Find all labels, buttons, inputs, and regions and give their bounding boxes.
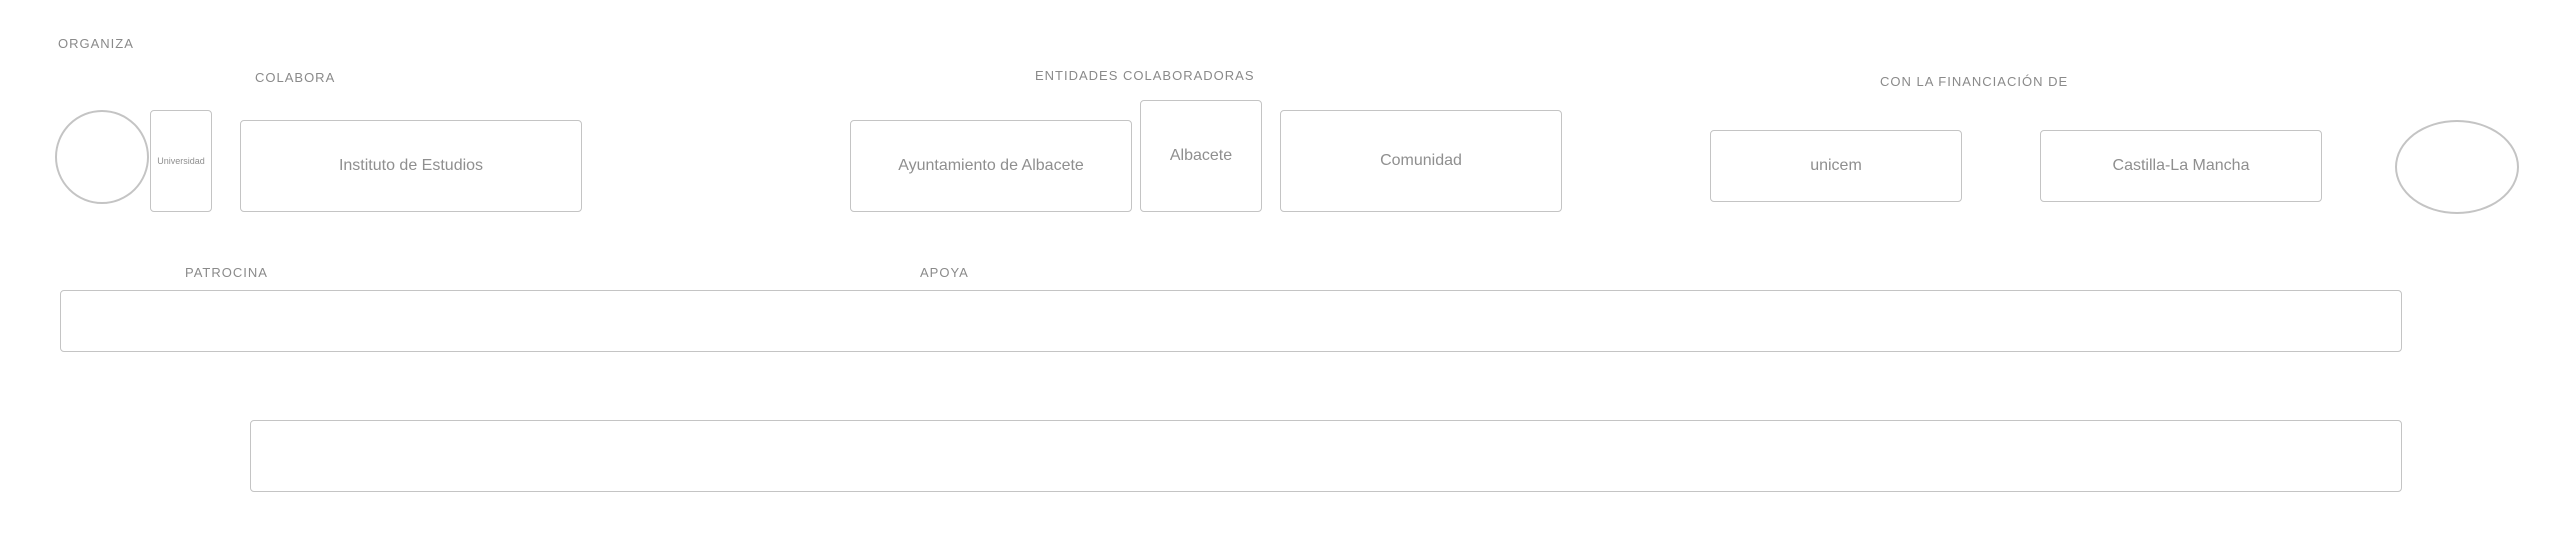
sponsor-logo: Comunidad: [1280, 110, 1562, 212]
section-heading: Entidades colaboradoras: [1035, 68, 1255, 83]
seal-logo: [2395, 120, 2519, 214]
logo-text: Instituto de Estudios: [338, 157, 484, 174]
sponsor-logo-row2: [60, 290, 2402, 352]
section-heading: Organiza: [58, 36, 134, 51]
university-seal-logo: [55, 110, 149, 204]
section-heading: Patrocina: [185, 265, 268, 280]
section-heading: Colabora: [255, 70, 336, 85]
sponsor-logo: Universidad: [150, 110, 212, 212]
logo-text: Castilla-La Mancha: [2112, 157, 2250, 174]
sponsor-logo-row3: [250, 420, 2402, 492]
section-heading: Apoya: [920, 265, 969, 280]
section-heading: Con la financiación de: [1880, 74, 2069, 89]
sponsor-logo: Castilla-La Mancha: [2040, 130, 2322, 202]
logo-text: Universidad: [157, 156, 205, 166]
sponsor-logo: Ayuntamiento de Albacete: [850, 120, 1132, 212]
logo-text: unicem: [1810, 157, 1862, 174]
sponsor-logo: Instituto de Estudios: [240, 120, 582, 212]
sponsor-logo: unicem: [1710, 130, 1962, 202]
logo-text: Comunidad: [1380, 152, 1462, 169]
logo-text: Albacete: [1169, 147, 1233, 164]
sponsor-logo: Albacete: [1140, 100, 1262, 212]
logo-text: Ayuntamiento de Albacete: [898, 157, 1084, 174]
